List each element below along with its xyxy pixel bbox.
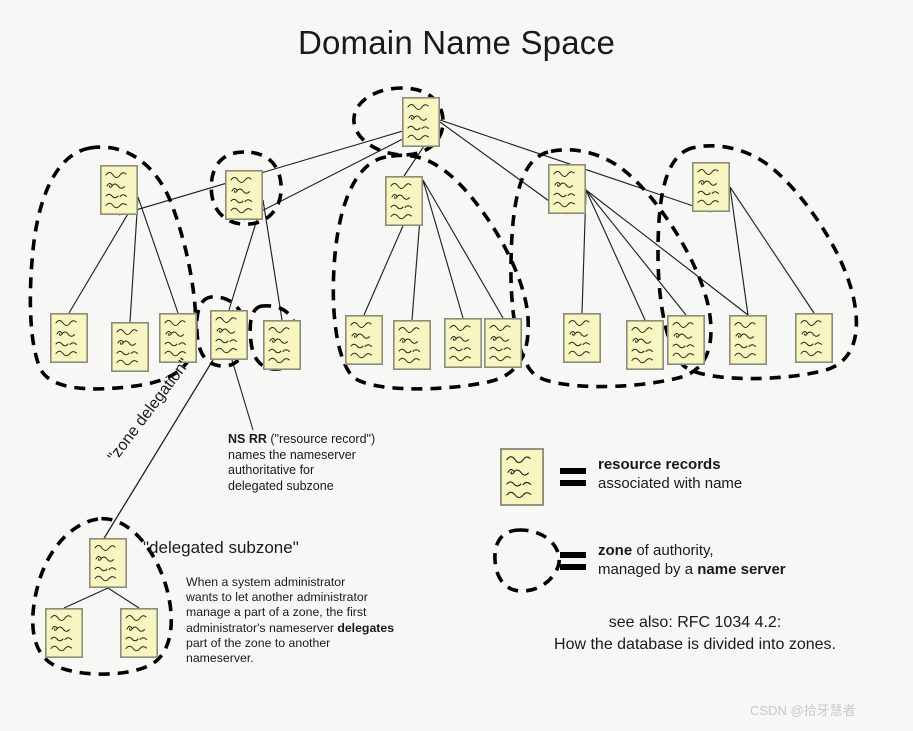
legend-node-sample <box>500 448 544 506</box>
legend-zone-rest: of authority, <box>632 542 714 559</box>
node-tld-4 <box>548 164 586 214</box>
ns-rr-rest: ("resource record") <box>266 432 376 446</box>
legend-zone-line-2: managed by a name server <box>598 560 898 579</box>
legend-zone-bold: zone <box>598 542 633 559</box>
deleg-line-2: wants to let another administrator <box>186 590 368 605</box>
node-root <box>402 97 440 147</box>
delegated-subzone-label: "delegated subzone" <box>143 538 299 557</box>
node-leaf-4 <box>210 310 248 360</box>
zone-delegated-subzone <box>31 516 173 676</box>
node-leaf-6 <box>345 315 383 365</box>
legend-nameserver-bold: name server <box>697 561 786 578</box>
ns-rr-annotation: NS RR ("resource record") names the name… <box>228 432 443 494</box>
legend-zone-line2-pre: managed by a <box>598 561 698 578</box>
ns-rr-bold: NS RR <box>228 432 267 446</box>
node-tld-5 <box>692 162 730 212</box>
ns-rr-line-4: delegated subzone <box>228 478 334 493</box>
node-leaf-5 <box>263 320 301 370</box>
legend-rr-bold: resource records <box>598 456 721 473</box>
node-tld-2 <box>225 170 263 220</box>
legend-item-resource-records: resource records associated with name <box>598 455 898 493</box>
deleg-line-4-pre: administrator's nameserver <box>186 620 338 635</box>
node-subzone-root <box>89 538 127 588</box>
zone-3 <box>331 153 531 391</box>
page-title: Domain Name Space <box>297 24 616 61</box>
node-leaf-1 <box>50 313 88 363</box>
deleg-line-4: administrator's nameserver delegates <box>186 621 401 636</box>
node-leaf-11 <box>626 320 664 370</box>
node-tld-3 <box>385 176 423 226</box>
watermark: CSDN @拾牙慧者 <box>750 703 856 718</box>
node-leaf-8 <box>444 318 482 368</box>
delegated-subzone-paragraph: When a system administrator wants to let… <box>186 575 401 666</box>
node-subzone-leaf-1 <box>45 608 83 658</box>
deleg-line-3: manage a part of a zone, the first <box>186 605 367 620</box>
node-leaf-13 <box>729 315 767 365</box>
node-leaf-12 <box>667 315 705 365</box>
zone-5 <box>656 144 859 381</box>
ns-rr-line-2: names the nameserver <box>228 447 356 462</box>
legend-zone-shape <box>493 528 561 593</box>
legend-item-zone: zone of authority, managed by a name ser… <box>598 541 898 579</box>
node-leaf-14 <box>795 313 833 363</box>
rfc-reference: see also: RFC 1034 4.2: How the database… <box>500 612 890 656</box>
ns-rr-line-3: authoritative for <box>228 463 315 477</box>
deleg-line-1: When a system administrator <box>186 575 346 589</box>
node-leaf-7 <box>393 320 431 370</box>
ns-rr-line-1: NS RR ("resource record") <box>228 432 443 448</box>
zone-1 <box>28 145 198 391</box>
deleg-line-4-bold: delegates <box>337 620 395 635</box>
zone-2 <box>209 150 283 226</box>
legend-rr-normal: associated with name <box>598 475 743 492</box>
node-leaf-9 <box>484 318 522 368</box>
node-leaf-3 <box>159 313 197 363</box>
deleg-line-5: part of the zone to another <box>186 635 331 650</box>
node-leaf-10 <box>563 313 601 363</box>
zone-4 <box>509 148 713 389</box>
rfc-line-2: How the database is divided into zones. <box>554 636 836 653</box>
node-leaf-2 <box>111 322 149 372</box>
rfc-line-1: see also: RFC 1034 4.2: <box>608 614 782 631</box>
legend-equals <box>560 468 586 570</box>
node-tld-1 <box>100 165 138 215</box>
deleg-line-6: nameserver. <box>186 651 254 666</box>
node-subzone-leaf-2 <box>120 608 158 658</box>
zone-boundaries <box>28 86 859 676</box>
legend-zone-line-1: zone of authority, <box>598 541 898 560</box>
